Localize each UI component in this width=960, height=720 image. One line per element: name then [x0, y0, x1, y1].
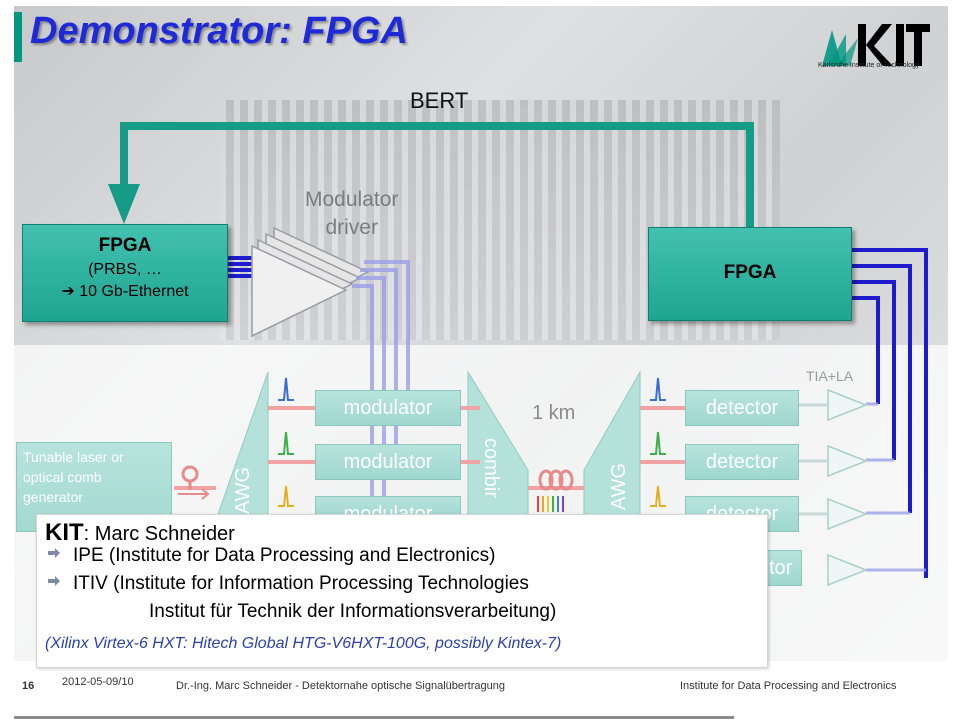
kit-logo — [822, 24, 930, 66]
fpga-left-title: FPGA — [98, 235, 152, 256]
modulator-2: modulator — [315, 444, 461, 480]
info-org: KIT — [45, 519, 84, 546]
rainbow-lines-combiner — [537, 496, 564, 512]
combiner-label: combir — [480, 438, 502, 499]
detector-2: detector — [685, 444, 799, 480]
footer-date: 2012-05-09/10 — [62, 676, 134, 688]
fiber-length-label: 1 km — [532, 402, 576, 424]
modulator-driver-line1: Modulator — [305, 188, 399, 211]
modulator-driver-amplifiers — [251, 226, 370, 338]
bullet-arrow-icon — [48, 548, 60, 558]
fiber-spool-icon — [538, 469, 574, 491]
tunable-laser-line2: optical comb — [23, 469, 102, 485]
info-person: : Marc Schneider — [83, 523, 235, 545]
awg-left-label: AWG — [232, 466, 254, 514]
kit-logo-caption: Karlsruhe Institute of Technology — [818, 62, 920, 69]
info-bullet-itiv: ITIV (Institute for Information Processi… — [73, 573, 529, 594]
laser-output-arrow — [178, 488, 210, 500]
tunable-laser-line1: Tunable laser or — [23, 449, 124, 465]
fpga-left-block: FPGA (PRBS, … ➔ 10 Gb-Ethernet — [22, 224, 228, 322]
tia-to-bus-leads — [866, 402, 926, 572]
fpga-left-line2: ➔ 10 Gb-Ethernet — [61, 283, 189, 300]
footer-author: Dr.-Ing. Marc Schneider - Detektornahe o… — [176, 680, 505, 692]
tia-amplifiers — [827, 388, 869, 587]
modulator-driver-label: Modulator driver — [305, 186, 398, 242]
info-bullet-ipe: IPE (Institute for Data Processing and E… — [73, 545, 496, 566]
awg-right-label: AWG — [608, 462, 630, 510]
bert-label: BERT — [410, 88, 469, 113]
spectrum-icons — [278, 377, 666, 507]
fpga-left-line1: (PRBS, … — [88, 261, 162, 278]
modulator-driver-line2: driver — [325, 216, 378, 239]
footer-rule — [14, 716, 734, 719]
fpga-right-block: FPGA — [648, 227, 852, 321]
info-hardware-note: (Xilinx Virtex-6 HXT: Hitech Global HTG-… — [45, 635, 562, 652]
tunable-laser-line3: generator — [23, 489, 83, 505]
detector-4: tor — [766, 550, 802, 586]
fpga-right-title: FPGA — [723, 262, 777, 283]
slide-title: Demonstrator: FPGA — [30, 10, 408, 52]
info-itiv-german: Institut für Technik der Informationsver… — [149, 601, 557, 622]
bullet-arrow-icon — [48, 576, 60, 586]
laser-fiber-loop-icon — [181, 465, 199, 490]
right-data-bus — [850, 248, 928, 578]
title-accent-bar — [14, 12, 22, 62]
bert-loop-line — [120, 122, 754, 228]
info-box: KIT: Marc Schneider IPE (Institute for D… — [36, 514, 768, 668]
driver-to-modulator-bus — [352, 260, 410, 520]
footer-institute: Institute for Data Processing and Electr… — [680, 680, 897, 692]
page-number: 16 — [22, 680, 35, 692]
tia-label: TIA+LA — [806, 368, 854, 384]
info-heading: KIT: Marc Schneider — [45, 519, 235, 547]
modulator-1: modulator — [315, 390, 461, 426]
detector-1: detector — [685, 390, 799, 426]
detector-to-tia-leads — [798, 403, 828, 516]
bert-arrow-head — [108, 184, 140, 224]
